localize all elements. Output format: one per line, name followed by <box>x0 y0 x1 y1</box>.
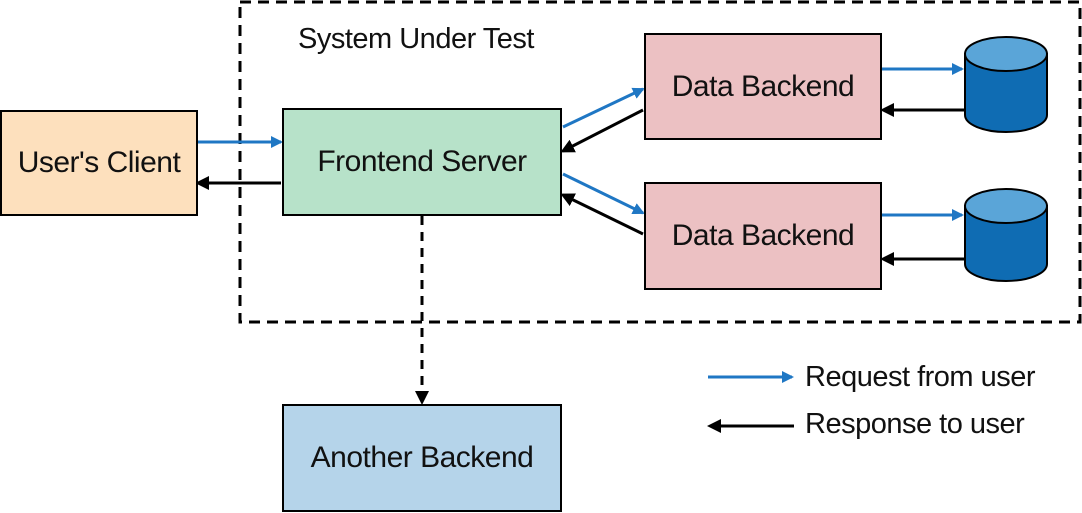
arrow-response-data-backend-top-to-frontend <box>560 108 644 153</box>
arrow-request-frontend-to-data-backend-bottom <box>562 172 645 215</box>
arrow-request-frontend-to-data-backend-top <box>562 87 645 129</box>
data-backend-top-node: Data Backend <box>644 33 882 140</box>
another-backend-node: Another Backend <box>282 404 562 512</box>
users-client-node: User's Client <box>0 110 198 216</box>
arrow-response-data-backend-bottom-to-frontend <box>560 193 644 236</box>
database-icon <box>964 188 1048 282</box>
data-backend-bottom-node: Data Backend <box>644 182 882 290</box>
system-under-test-boundary <box>238 0 1082 324</box>
system-under-test-label: System Under Test <box>298 23 534 55</box>
legend-request-label: Request from user <box>805 361 1036 393</box>
database-icon <box>964 36 1048 133</box>
frontend-server-node: Frontend Server <box>282 108 562 216</box>
legend-response-label: Response to user <box>805 408 1025 440</box>
